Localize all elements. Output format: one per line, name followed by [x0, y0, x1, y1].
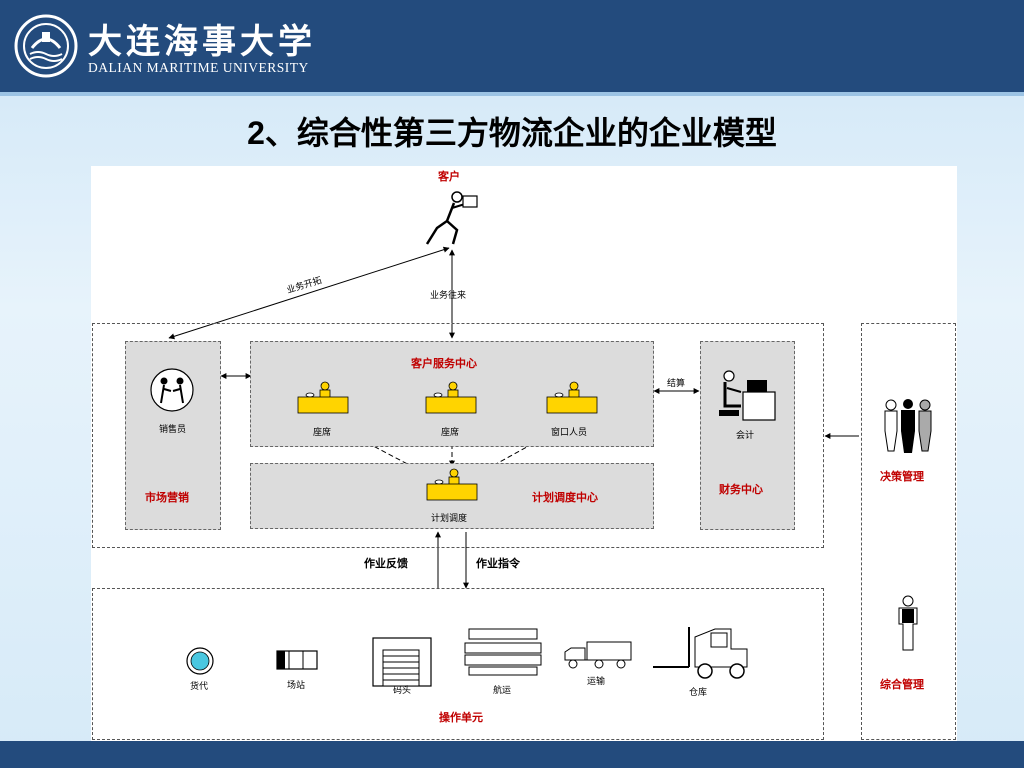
customer-label: 客户 — [438, 170, 460, 183]
finance-center-box — [700, 341, 795, 530]
transport-truck-icon — [564, 641, 632, 669]
forklift-warehouse-icon — [653, 627, 748, 679]
accountant-label: 会计 — [736, 431, 755, 441]
finance-center-label: 财务中心 — [719, 483, 763, 496]
decision-mgmt-label: 决策管理 — [880, 470, 924, 483]
university-emblem-icon — [14, 14, 78, 78]
seat-desk-icon — [297, 381, 349, 414]
yard-label: 场站 — [287, 681, 306, 691]
seat2-label: 座席 — [441, 428, 460, 438]
enterprise-model-diagram: 客户 业务开拓 业务往来 销售员 市场营销 客户服务中心 座席 座席 — [91, 166, 957, 741]
dispatcher-label: 计划调度 — [431, 514, 468, 524]
warehouse-label: 仓库 — [689, 688, 708, 698]
yard-vehicle-icon — [276, 650, 318, 670]
enterprise-frame — [92, 323, 824, 548]
transport-label: 运输 — [587, 677, 606, 687]
terminal-warehouse-icon — [372, 637, 432, 687]
running-customer-icon — [425, 191, 478, 245]
instruction-label: 作业指令 — [476, 557, 520, 570]
decision-makers-icon — [884, 399, 932, 453]
operations-unit-frame — [92, 588, 824, 740]
marketing-label: 市场营销 — [145, 491, 189, 504]
sales-person-label: 销售员 — [159, 425, 187, 435]
planning-center-label: 计划调度中心 — [532, 491, 598, 504]
freight-forwarding-icon — [186, 647, 214, 675]
freight-forwarding-label: 货代 — [190, 682, 209, 692]
feedback-label: 作业反馈 — [364, 557, 408, 570]
settlement-label: 结算 — [667, 379, 686, 389]
management-frame — [861, 323, 956, 740]
slide-title: 2、综合性第三方物流企业的企业模型 — [247, 115, 777, 151]
cs-center-label: 客户服务中心 — [411, 357, 477, 370]
dispatcher-desk-icon — [426, 468, 478, 501]
footer-bar — [0, 741, 1024, 768]
shipping-label: 航运 — [493, 686, 512, 696]
window-staff-desk-icon — [546, 381, 598, 414]
general-mgmt-label: 综合管理 — [880, 678, 924, 691]
seat-desk-icon — [425, 381, 477, 414]
terminal-label: 码头 — [393, 686, 412, 696]
window-staff-label: 窗口人员 — [551, 428, 588, 438]
accountant-icon — [719, 370, 776, 421]
header-bar: 大连海事大学 DALIAN MARITIME UNIVERSITY — [0, 0, 1024, 96]
seat1-label: 座席 — [313, 428, 332, 438]
university-name-cn: 大连海事大学 — [88, 22, 316, 62]
salesperson-icon — [150, 368, 194, 412]
operations-unit-label: 操作单元 — [439, 711, 483, 724]
university-name-en: DALIAN MARITIME UNIVERSITY — [88, 60, 309, 75]
general-manager-icon — [898, 595, 918, 651]
shipping-icon — [464, 628, 542, 676]
business-contact-label: 业务往来 — [430, 291, 467, 301]
